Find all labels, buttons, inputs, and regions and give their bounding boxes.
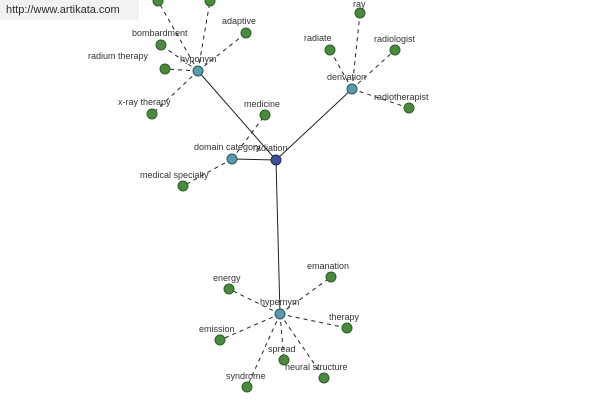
edge-derivation-radiate	[329, 49, 353, 90]
node-label-syndrome: syndrome	[226, 371, 266, 381]
leaf-node-hypo-top-right[interactable]	[204, 0, 216, 7]
edge-hypernym-emission	[219, 313, 281, 341]
node-label-bombardment: bombardment	[132, 28, 188, 38]
hub-node-hyponym[interactable]	[192, 65, 204, 77]
node-label-emission: emission	[199, 324, 235, 334]
leaf-node-radiate[interactable]	[324, 44, 336, 56]
node-label-radiate: radiate	[304, 33, 332, 43]
leaf-node-hypo-top-left[interactable]	[152, 0, 164, 7]
node-label-adaptive: adaptive	[222, 16, 256, 26]
edge-hypernym-syndrome	[246, 313, 281, 388]
leaf-node-medical-specialty[interactable]	[177, 180, 189, 192]
node-layer	[146, 0, 415, 393]
edge-hyponym-adaptive	[197, 32, 247, 72]
edge-root-hyponym	[197, 70, 277, 161]
leaf-node-neural-structure[interactable]	[318, 372, 330, 384]
node-label-xray-therapy: x-ray therapy	[118, 97, 171, 107]
leaf-node-syndrome[interactable]	[241, 381, 253, 393]
hub-node-hypernym[interactable]	[274, 308, 286, 320]
edge-hypernym-therapy	[279, 313, 348, 329]
leaf-node-medicine[interactable]	[259, 109, 271, 121]
edge-derivation-radiotherapist	[351, 88, 410, 109]
leaf-node-therapy[interactable]	[341, 322, 353, 334]
leaf-node-energy[interactable]	[223, 283, 235, 295]
edge-root-derivation	[275, 88, 353, 161]
edge-domain-category-medical-specialty	[182, 158, 233, 187]
node-label-ray: ray	[353, 0, 366, 9]
leaf-node-ray[interactable]	[354, 7, 366, 19]
leaf-node-adaptive[interactable]	[240, 27, 252, 39]
hub-node-domain-category[interactable]	[226, 153, 238, 165]
node-label-radiologist: radiologist	[374, 34, 416, 44]
hub-node-derivation[interactable]	[346, 83, 358, 95]
edge-hyponym-hypo-top-left	[157, 0, 199, 72]
node-label-spread: spread	[268, 344, 296, 354]
leaf-node-xray-therapy[interactable]	[146, 108, 158, 120]
root-node-radiation[interactable]	[270, 154, 282, 166]
leaf-node-radium-therapy[interactable]	[159, 63, 171, 75]
edge-root-domain-category	[231, 158, 277, 161]
node-label-neural-structure: neural structure	[285, 362, 348, 372]
leaf-node-spread[interactable]	[278, 354, 290, 366]
edge-hypernym-neural-structure	[279, 313, 325, 379]
leaf-node-radiotherapist[interactable]	[403, 102, 415, 114]
node-label-medicine: medicine	[244, 99, 280, 109]
node-label-emanation: emanation	[307, 261, 349, 271]
edge-domain-category-medicine	[231, 114, 266, 160]
node-label-therapy: therapy	[329, 312, 360, 322]
edge-layer	[151, 0, 410, 388]
node-label-hypernym: hypernym	[260, 297, 300, 307]
edge-hyponym-radium-therapy	[164, 68, 199, 72]
node-label-hyponym: hyponym	[180, 54, 217, 64]
leaf-node-bombardment[interactable]	[155, 39, 167, 51]
node-label-radium-therapy: radium therapy	[88, 51, 149, 61]
leaf-node-emission[interactable]	[214, 334, 226, 346]
edge-hypernym-energy	[228, 288, 281, 315]
node-label-energy: energy	[213, 273, 241, 283]
source-url[interactable]: http://www.artikata.com	[0, 0, 139, 20]
edge-root-hypernym	[275, 159, 281, 315]
edge-hyponym-xray-therapy	[151, 70, 199, 115]
node-label-medical-specialty: medical specialty	[140, 170, 209, 180]
label-layer: radiation hyponym derivation domain categor…	[88, 0, 429, 381]
node-label-radiation: radiation	[253, 143, 288, 153]
edge-derivation-radiologist	[351, 49, 396, 90]
node-label-derivation: derivation	[327, 72, 366, 82]
leaf-node-emanation[interactable]	[325, 271, 337, 283]
node-label-radiotherapist: radiotherapist	[374, 92, 429, 102]
edge-hyponym-hypo-top-right	[197, 0, 211, 72]
node-label-domain-category: domain category	[194, 142, 261, 152]
edge-hypernym-emanation	[279, 276, 332, 315]
leaf-node-radiologist[interactable]	[389, 44, 401, 56]
